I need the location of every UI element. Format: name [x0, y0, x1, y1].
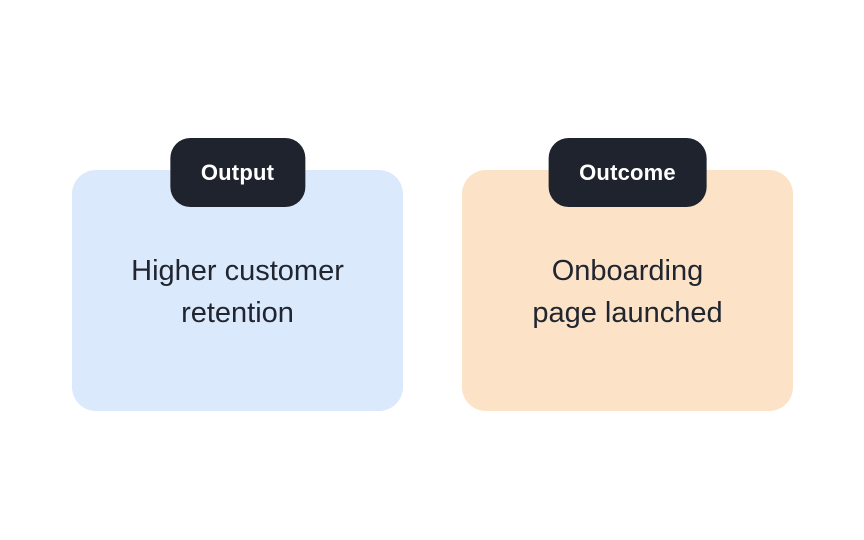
output-card-text: Higher customer retention: [131, 254, 344, 329]
outcome-badge: Outcome: [548, 138, 707, 207]
output-card: Output Higher customer retention: [72, 138, 403, 411]
outcome-card-text: Onboarding page launched: [532, 254, 723, 329]
output-badge-label: Output: [200, 159, 275, 185]
outcome-card: Outcome Onboarding page launched: [462, 138, 793, 411]
output-badge: Output: [169, 138, 306, 207]
outcome-badge-label: Outcome: [579, 159, 676, 185]
